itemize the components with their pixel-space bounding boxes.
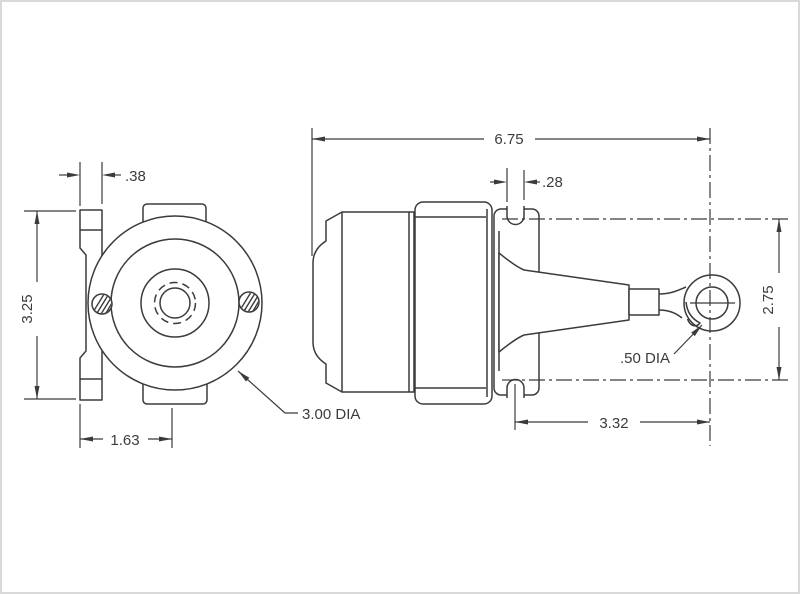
left-screw xyxy=(91,293,113,315)
side-view xyxy=(312,201,741,405)
dim-overall-length: 6.75 xyxy=(494,131,523,148)
dim-bracket-to-center: 1.63 xyxy=(110,432,139,449)
front-view-dimension-labels: .38 3.25 1.63 3.00 DIA xyxy=(19,168,360,449)
front-view xyxy=(79,203,263,405)
plunger-block xyxy=(628,288,660,316)
front-view-dimensions xyxy=(24,162,298,448)
rear-end-bell xyxy=(312,211,343,393)
rod-bottom-edge xyxy=(658,309,683,319)
solenoid-can xyxy=(341,211,415,393)
dim-slot-center-span: 2.75 xyxy=(760,285,777,314)
dim-slot-width: .28 xyxy=(542,174,563,191)
side-view-dimensions xyxy=(311,128,792,446)
dim-bracket-thickness: .38 xyxy=(125,168,146,185)
side-view-dimension-labels: 6.75 .28 2.75 3.32 .50 DIA xyxy=(494,131,777,432)
flange-slot-top xyxy=(506,206,525,226)
dim-slot-to-eyelet: 3.32 xyxy=(599,415,628,432)
dim-bracket-height: 3.25 xyxy=(19,294,36,323)
right-screw xyxy=(238,291,260,313)
coil-housing xyxy=(414,201,493,405)
eyelet-hook-end xyxy=(685,301,701,327)
rod-top-edge xyxy=(658,286,687,295)
dim-body-diameter: 3.00 DIA xyxy=(302,406,360,423)
nose-cone xyxy=(498,252,630,353)
flange-outline-circle xyxy=(87,215,263,391)
dim-eyelet-diameter: .50 DIA xyxy=(620,350,670,367)
boss-circle xyxy=(140,268,210,338)
plunger-hole-circle xyxy=(159,287,191,319)
hidden-thread-circle xyxy=(153,281,197,325)
